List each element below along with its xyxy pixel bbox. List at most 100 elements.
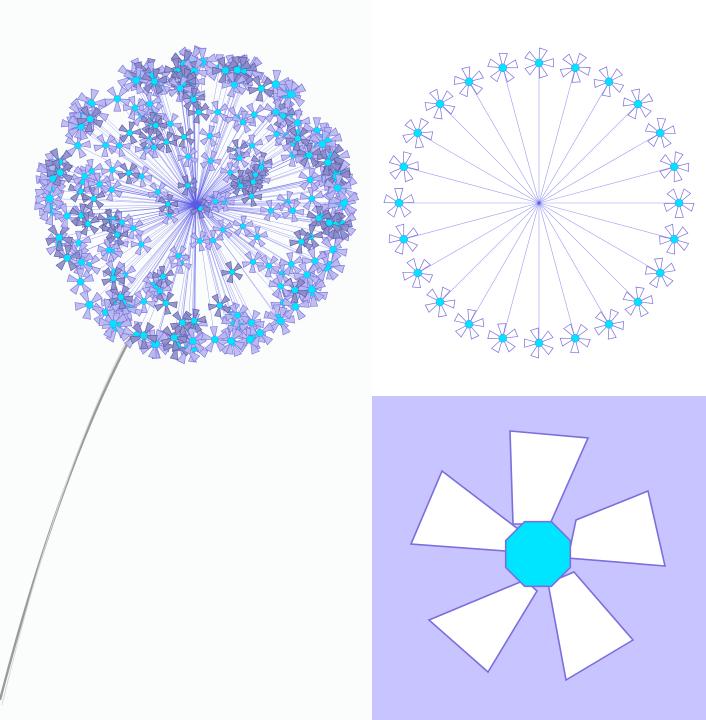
floret-center [288,260,295,268]
floret-petal [394,241,404,255]
floret-center [435,99,445,109]
floret [143,136,165,159]
florets [34,45,360,365]
floret-petal [461,66,471,79]
floret [219,162,242,184]
floret-petal [524,63,538,76]
floret [298,167,323,192]
floret-petal [529,327,540,341]
floret [487,52,519,83]
floret-petal [676,239,690,251]
floret-petal [469,326,480,340]
floret-petal [487,330,500,339]
floret [263,99,289,125]
floret-center [333,184,342,192]
floret-center [435,297,445,307]
floret-center [55,233,63,242]
floret-petal [639,105,652,118]
floret-petal [649,275,660,289]
floret-center [464,320,474,329]
floret-center [216,302,223,309]
floret [487,323,519,354]
floret-center [81,172,88,180]
floret-petal [661,274,674,287]
floret-center [77,258,85,266]
floret [151,265,175,288]
ring-hub [537,201,541,205]
floret-center [151,144,157,151]
floret-ring [383,47,695,359]
floret-petal [418,117,429,131]
floret-petal [503,339,516,353]
floret [424,286,456,318]
floret-petal [640,93,654,104]
floret-petal [575,52,587,66]
floret-closeup [372,396,706,720]
floret-center [138,241,145,248]
floret-center [307,176,314,183]
floret [118,121,142,145]
floret-petal [490,69,502,83]
floret-center [239,119,247,126]
floret-center [131,104,139,112]
floret [158,204,180,225]
floret-center [240,223,246,229]
floret-center [236,155,243,161]
floret-center [110,275,117,282]
floret [294,261,320,288]
floret [659,223,690,255]
floret-center [220,226,226,233]
floret [74,289,104,320]
floret-center [125,170,132,176]
floret [266,306,296,336]
floret-petal [638,304,649,318]
floret [199,150,221,172]
floret-center [633,297,643,307]
floret-petal [559,337,573,347]
floret-petal [577,338,591,348]
floret-center [113,95,121,103]
floret [53,244,81,272]
floret-center [656,128,665,138]
floret [202,230,224,251]
floret-center [189,337,197,345]
floret [131,289,156,314]
floret-center [311,257,319,265]
floret [155,131,178,154]
floret-center [108,186,115,193]
floret [93,133,118,157]
floret-center [109,166,116,173]
floret-center [86,115,94,123]
floret-petal [411,276,421,289]
floret-center [633,99,643,109]
floret-petal [424,302,438,313]
floret-petal [659,235,672,245]
floret-center [75,239,83,247]
floret-petal [441,90,454,103]
floret-petal [673,169,683,183]
floret-petal [578,67,591,76]
floret-petal [426,288,439,301]
floret-center [84,220,92,228]
floret-center [399,235,408,244]
floret-center [257,85,265,93]
floret-center [308,285,316,294]
floret [281,199,305,223]
floret-center [248,319,255,327]
floret-petal [429,88,440,102]
floret-center [534,338,544,348]
floret-petal [641,294,654,304]
floret [289,229,314,254]
floret [268,274,294,299]
dandelion-panel [0,45,360,706]
floret [199,125,221,148]
floret-petal [675,226,689,239]
floret-center [277,283,285,290]
floret [240,134,264,157]
floret-center [324,158,332,167]
floret [76,105,104,133]
floret-center [227,337,235,345]
floret-center [674,198,684,208]
floret-center [230,81,238,89]
floret-petal [571,70,581,83]
